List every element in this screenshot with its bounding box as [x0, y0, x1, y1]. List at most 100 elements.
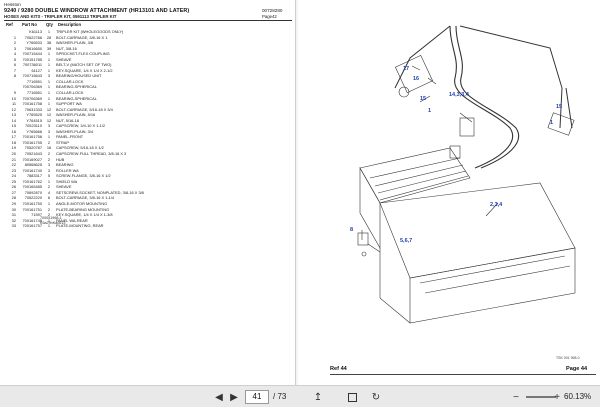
footnote-line-2: K6a29hKa0613	[40, 221, 66, 225]
footnote-line-1: 700051968-1	[40, 216, 62, 220]
brand-name: Hesston	[4, 2, 21, 7]
zoom-out-button[interactable]: −	[510, 390, 522, 404]
fit-page-button[interactable]	[345, 390, 359, 404]
double-arrow-icon: ↥	[313, 391, 323, 403]
part-qty: 38	[46, 40, 52, 46]
part-description: PLATE-MOUNTING, REAR	[56, 223, 104, 229]
column-description: Description	[58, 22, 82, 27]
part-qty: 1	[47, 67, 51, 73]
part-number: 71597	[31, 212, 42, 218]
part-number: 700715643	[22, 73, 42, 79]
nav-arrow-button[interactable]: ↥	[312, 390, 324, 404]
section-subtitle: HOSES AND KITS - TRIPLER KIT, 0591113 TR…	[4, 14, 117, 19]
part-description: BOLT-CARRIAGE, 3/8-16 X 1-1/4	[56, 195, 115, 201]
part-ref: 2	[13, 40, 16, 46]
callout-8: 8	[350, 227, 354, 233]
part-qty: 1	[47, 51, 51, 57]
part-description: BOLT-CARRIAGE, 5/16-18 X 3/4	[56, 106, 113, 112]
part-number: 700161755	[22, 139, 42, 145]
part-description: BEARING-SPHERICAL	[56, 95, 97, 101]
part-qty: 2	[47, 212, 51, 218]
viewer-toolbar: ◀ ▶ 41 / 73 ↥ ↻ − + 60.13%	[0, 385, 600, 407]
part-description: BOLT-CARRIAGE, 3/8-16 X 1	[56, 34, 108, 40]
triangle-right-icon: ▶	[230, 391, 238, 403]
part-ref: 22	[11, 162, 16, 168]
part-ref: 28	[11, 195, 16, 201]
part-number: 700161757	[22, 223, 42, 229]
part-ref: 21	[11, 156, 16, 162]
zoom-slider[interactable]	[524, 390, 558, 404]
part-qty: 3	[47, 123, 51, 129]
column-part-number: Part No	[22, 22, 37, 27]
part-number: 7716551	[26, 78, 42, 84]
part-ref: 15	[11, 123, 16, 129]
part-number: 61127	[31, 67, 42, 73]
part-number: 700161748	[22, 217, 42, 223]
callout-15-top: 15	[420, 96, 427, 102]
callout-1-right: 1	[550, 120, 554, 126]
part-description: PANEL WA-REAR	[56, 217, 88, 223]
part-ref: 20	[11, 151, 16, 157]
part-qty: 1	[47, 62, 51, 68]
part-description: TRIPLER KIT (WHOLEGOODS ONLY)	[56, 29, 124, 34]
part-ref: 6	[13, 62, 16, 68]
exploded-assembly-diagram	[357, 25, 576, 324]
zoom-level: 60.13%	[564, 392, 592, 401]
part-ref: 16	[11, 128, 16, 134]
part-number: Y764515	[26, 117, 42, 123]
part-description: PANEL-FRONT	[56, 134, 84, 140]
footnote: 700051968-1 K6a29hKa0613	[40, 216, 65, 226]
part-ref: 24	[11, 173, 16, 179]
next-page-button[interactable]: ▶	[228, 390, 240, 404]
page-number-input[interactable]: 41	[245, 390, 269, 404]
part-number: 700161740	[22, 167, 42, 173]
part-qty: 1	[47, 223, 51, 229]
zoom-in-button[interactable]: +	[552, 390, 562, 404]
previous-page-button[interactable]: ◀	[213, 390, 225, 404]
footer-page: Page 44	[566, 366, 588, 372]
callout-2-3-4: 2,3,4	[490, 202, 503, 208]
part-description: SHEAVE	[56, 184, 72, 190]
document-title: 9240 / 9280 DOUBLE WINDROW ATTACHMENT (H…	[4, 8, 190, 14]
part-qty: 2	[47, 184, 51, 190]
part-number: 70522220	[24, 195, 42, 201]
part-number: K61113	[29, 29, 42, 34]
part-ref: 25	[11, 178, 16, 184]
part-description: SETSCREW-SOCKET, NONPLATED, 3/8-16 X 3/8	[56, 189, 144, 195]
parts-list-page: Hesston 9240 / 9280 DOUBLE WINDROW ATTAC…	[0, 0, 296, 385]
part-ref: 8	[13, 73, 16, 79]
part-description: SHEAVE	[56, 56, 72, 62]
part-qty: 3	[47, 162, 51, 168]
rotate-button[interactable]: ↻	[370, 390, 382, 404]
part-qty: 12	[46, 106, 52, 112]
part-qty: 5	[47, 173, 51, 179]
part-qty: 6	[47, 195, 51, 201]
part-number: 70523110	[24, 123, 42, 129]
part-description: WASHER-PLAIN, 3/4	[56, 128, 94, 134]
document-number: 00728280	[262, 8, 283, 13]
